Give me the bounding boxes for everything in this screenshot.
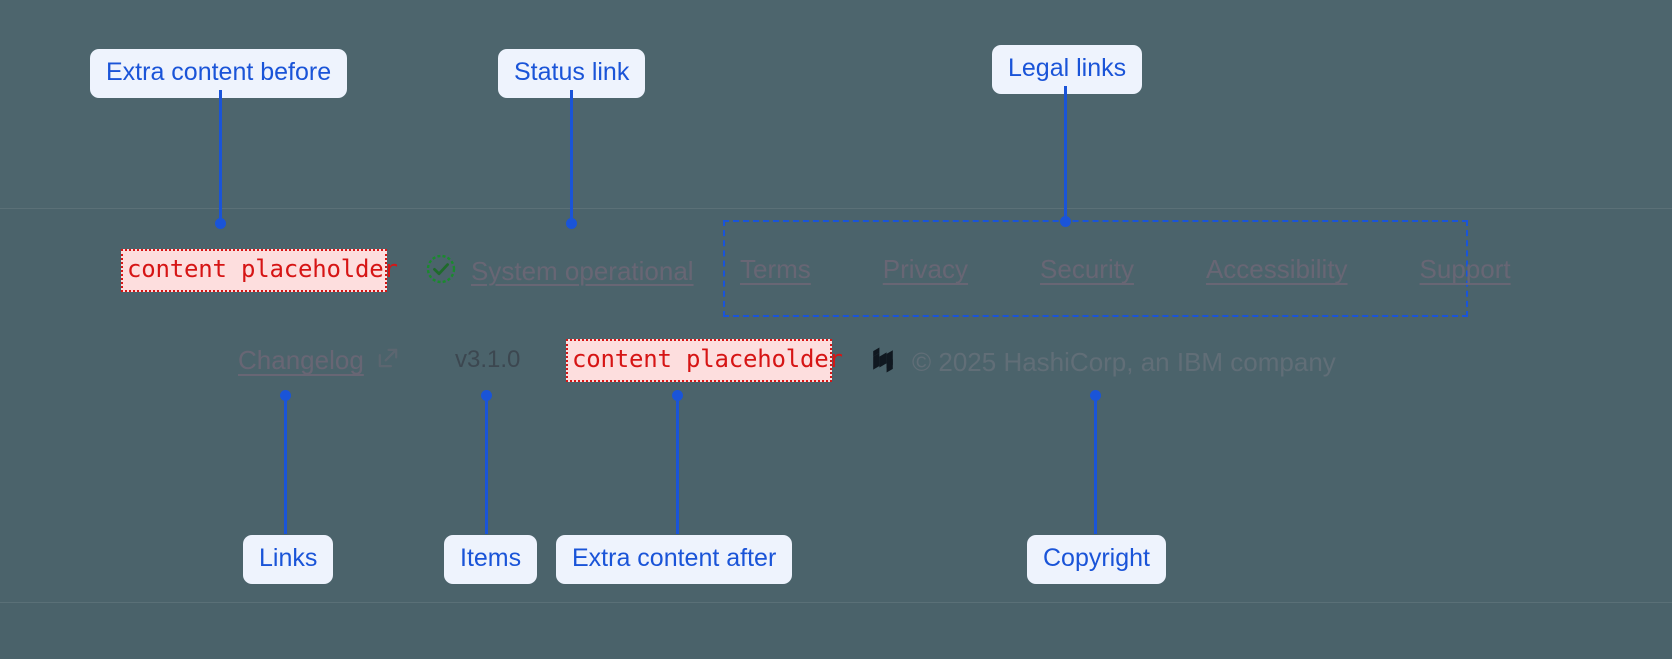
leader-dot-extra-after xyxy=(672,390,683,401)
leader-dot-status xyxy=(566,218,577,229)
leader-line-copyright xyxy=(1094,396,1097,534)
leader-line-extra-before xyxy=(219,90,222,222)
leader-line-items xyxy=(485,396,488,534)
legal-link-accessibility[interactable]: Accessibility xyxy=(1205,254,1348,284)
legal-links-highlight-box xyxy=(723,220,1468,317)
status-link-label: System operational xyxy=(471,256,694,286)
extra-content-before-slot: content placeholder xyxy=(121,249,398,293)
lower-band xyxy=(0,602,1672,659)
legal-link-privacy[interactable]: Privacy xyxy=(882,254,969,284)
extra-content-after-slot: content placeholder xyxy=(566,339,843,383)
legal-link-support[interactable]: Support xyxy=(1419,254,1511,284)
legal-link-terms[interactable]: Terms xyxy=(740,254,811,284)
legal-link-security[interactable]: Security xyxy=(1040,254,1134,284)
callout-extra-content-after: Extra content after xyxy=(556,535,793,584)
callout-links: Links xyxy=(243,535,334,584)
callout-copyright: Copyright xyxy=(1027,535,1166,584)
leader-dot-items xyxy=(481,390,492,401)
callout-status-link: Status link xyxy=(498,49,646,98)
callout-extra-content-before: Extra content before xyxy=(90,49,348,98)
leader-line-extra-after xyxy=(676,396,679,534)
legal-links-group: Terms Privacy Security Accessibility Sup… xyxy=(740,254,1511,285)
brand-copyright-row: © 2025 HashiCorp, an IBM company xyxy=(868,344,1336,381)
changelog-label: Changelog xyxy=(238,345,364,375)
leader-dot-extra-before xyxy=(215,218,226,229)
callout-legal-links: Legal links xyxy=(992,45,1143,94)
leader-line-status xyxy=(570,90,573,222)
version-label: v3.1.0 xyxy=(455,346,521,373)
external-link-icon xyxy=(374,344,402,377)
leader-line-links xyxy=(284,396,287,534)
upper-band xyxy=(0,0,1672,208)
leader-line-legal xyxy=(1064,86,1067,221)
leader-dot-links xyxy=(280,390,291,401)
callout-items: Items xyxy=(444,535,538,584)
status-link[interactable]: System operational xyxy=(425,253,694,290)
copyright-label: © 2025 HashiCorp, an IBM company xyxy=(912,347,1336,377)
check-circle-icon xyxy=(425,253,457,290)
hashicorp-logo-icon xyxy=(868,344,898,381)
changelog-link[interactable]: Changelog xyxy=(238,344,402,377)
leader-dot-copyright xyxy=(1090,390,1101,401)
